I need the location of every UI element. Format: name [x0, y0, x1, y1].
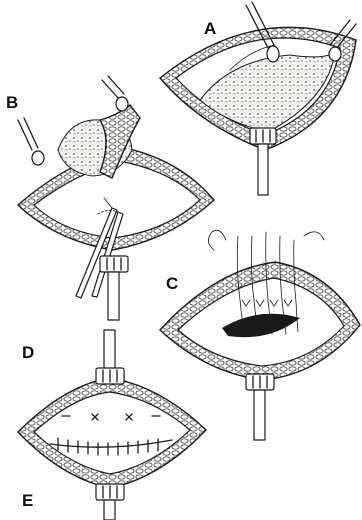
panel-a-label: A	[204, 19, 216, 38]
panel-a-retractor	[250, 128, 276, 195]
panel-e: E	[22, 491, 33, 510]
panel-d: D	[18, 330, 206, 520]
panel-c: C	[160, 230, 360, 440]
panel-d-retractor-top	[96, 330, 124, 384]
panel-d-label: D	[22, 343, 34, 362]
panel-e-label: E	[22, 491, 33, 510]
panel-b-label: B	[6, 93, 18, 112]
panel-c-retractor	[246, 374, 274, 440]
panel-b-retractor	[100, 256, 128, 320]
panel-a: A	[160, 2, 356, 195]
panel-b: B	[6, 76, 214, 320]
panel-b-clamp-left	[18, 118, 44, 165]
panel-d-retractor-bottom	[96, 484, 124, 520]
panel-c-label: C	[166, 274, 178, 293]
panel-b-clamp-right	[102, 76, 128, 111]
